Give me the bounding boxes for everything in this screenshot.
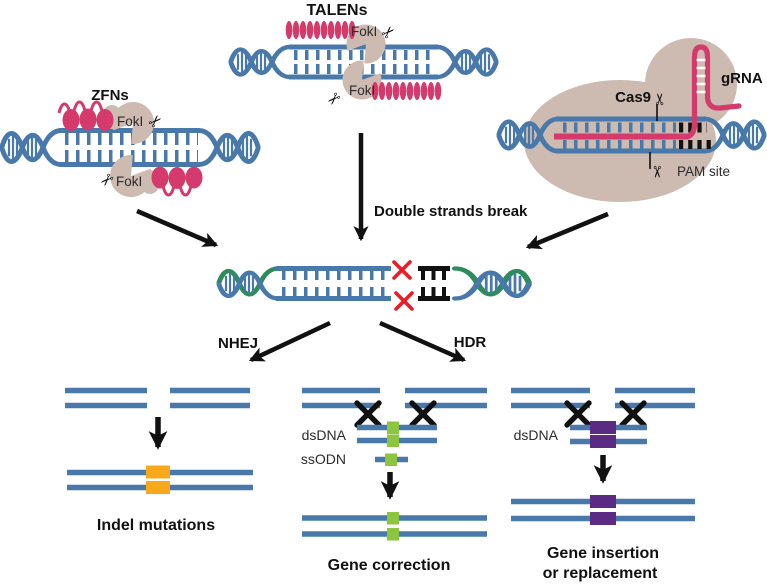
hdr-correction-branch: dsDNA ssODN Gene correction — [301, 387, 487, 574]
nhej-branch: Indel mutations — [65, 387, 253, 534]
talen-dna — [231, 47, 496, 77]
cas9-dna — [499, 119, 764, 151]
insertion-result-label-1: Gene insertion — [547, 545, 659, 562]
foki-label-top: FokI — [117, 114, 143, 129]
hdr-insertion-branch: dsDNA Gene insertion or replacement — [511, 387, 695, 582]
foki-label-bottom: FokI — [116, 174, 142, 189]
talen-section: TALENs FokI FokI ✂ ✂ — [231, 2, 496, 109]
insertion-result-label-2: or replacement — [543, 565, 658, 582]
crossover-x-left — [564, 400, 592, 428]
ssodn-label: ssODN — [301, 451, 346, 467]
arrow-nhej — [248, 320, 331, 363]
zinc-fingers-bottom — [151, 166, 203, 197]
insertion-cassette — [590, 421, 616, 434]
correction-broken-dna — [302, 387, 487, 409]
correction-insert — [387, 512, 399, 525]
correction-insert — [387, 421, 399, 434]
nhej-label: NHEJ — [218, 335, 258, 352]
scissors-icon: ✂ — [322, 87, 344, 109]
scissors-icon: ✂ — [648, 165, 665, 178]
correction-insert — [387, 434, 399, 447]
correction-insert — [387, 528, 399, 541]
correction-result-label: Gene correction — [328, 557, 451, 574]
insertion-broken-dna — [511, 387, 695, 409]
insertion-cassette — [590, 435, 616, 448]
zfn-section: ZFNs FokI FokI ✂ ✂ — [2, 87, 258, 198]
crossover-x-right — [619, 400, 647, 428]
dsdna-label: dsDNA — [302, 427, 347, 443]
indel-insert-bottom — [146, 481, 170, 494]
dsb-label: Double strands break — [374, 203, 528, 220]
indel-insert-top — [146, 465, 170, 479]
dsdna-label: dsDNA — [514, 427, 559, 443]
zfn-title: ZFNs — [91, 87, 129, 104]
nhej-broken-dna — [65, 387, 250, 409]
dsb-section: Double strands break NHEJ HDR — [136, 133, 609, 363]
insertion-cassette — [590, 512, 616, 525]
arrow-hdr — [379, 320, 467, 363]
foki-domain-top — [112, 101, 155, 144]
foki-label-top: FokI — [351, 24, 377, 39]
correction-insert — [385, 453, 397, 466]
crossover-x-left — [354, 400, 382, 428]
arrow-cas9-to-break — [525, 211, 609, 250]
crossover-x-right — [409, 400, 437, 428]
scissors-icon: ✂ — [653, 92, 670, 105]
foki-label-bottom: FokI — [349, 83, 375, 98]
tale-repeats-top — [285, 21, 356, 39]
pam-site-label: PAM site — [677, 164, 730, 179]
zinc-fingers-top — [57, 100, 114, 131]
broken-dna — [219, 260, 529, 311]
foki-domain-bottom — [109, 155, 152, 198]
target-segment-bars — [418, 266, 450, 301]
break-x-top — [392, 260, 412, 280]
foki-domain-top — [346, 24, 386, 64]
insertion-cassette — [590, 495, 616, 508]
hdr-label: HDR — [454, 334, 487, 351]
grna — [554, 44, 742, 140]
cut-site-lines — [649, 104, 658, 169]
grna-label: gRNA — [721, 70, 763, 87]
cas9-section: Cas9 gRNA PAM site ✂ ✂ — [499, 38, 764, 202]
arrow-zfn-to-break — [136, 208, 219, 248]
tale-repeats-bottom — [371, 82, 442, 100]
talen-title: TALENs — [306, 2, 367, 19]
break-x-bottom — [394, 291, 414, 311]
cas9-title: Cas9 — [615, 89, 651, 106]
indel-result-label: Indel mutations — [97, 517, 215, 534]
